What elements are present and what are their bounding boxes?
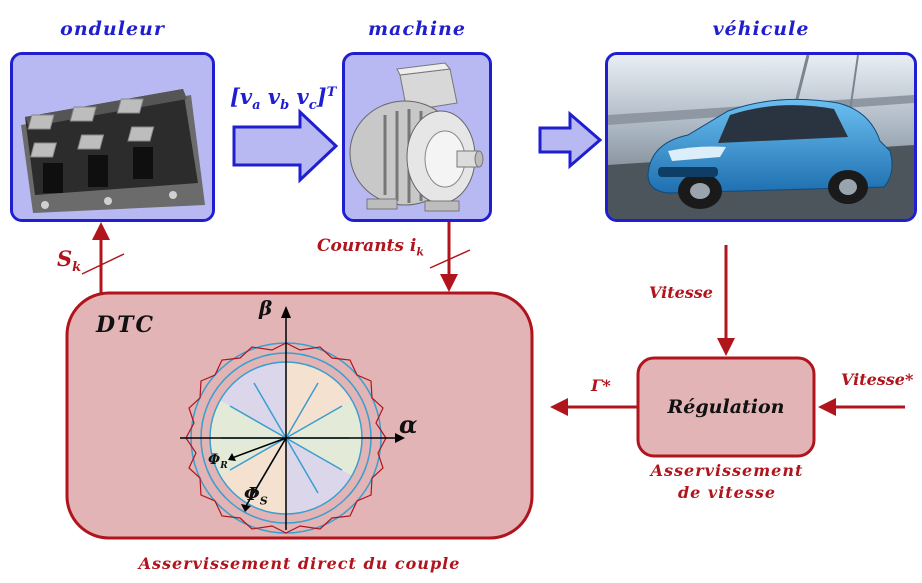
torque-ref-label: Γ* <box>591 376 611 395</box>
machine-title: machine <box>368 18 466 40</box>
beta-axis-label: β <box>259 296 273 320</box>
torque-control-caption: Asservissement direct du couple <box>138 554 461 573</box>
flux-diagram <box>180 306 405 534</box>
igbt-module-image <box>13 55 212 219</box>
onduleur-title: onduleur <box>60 18 165 40</box>
power-arrow <box>538 110 603 170</box>
speed-label: Vitesse <box>649 283 713 302</box>
stator-flux-label: ΦS <box>244 484 268 508</box>
car-image <box>608 55 914 219</box>
switch-signal-label: Sk <box>57 246 82 276</box>
speed-ref-label: Vitesse* <box>841 370 914 389</box>
regulation-title: Régulation <box>667 396 785 418</box>
rotor-flux-label: ΦR <box>208 452 228 471</box>
speed-control-caption: Asservissement de vitesse <box>650 461 804 502</box>
currents-label: Courants ik <box>317 236 424 259</box>
onduleur-block <box>10 52 215 222</box>
voltage-vector-label: [va vb vc]T <box>230 84 337 114</box>
vehicule-title: véhicule <box>712 18 810 40</box>
vehicule-block <box>605 52 917 222</box>
voltage-arrow <box>232 108 339 184</box>
alpha-axis-label: α <box>399 410 418 439</box>
motor-image <box>345 55 489 219</box>
dtc-title: DTC <box>96 312 155 338</box>
machine-block <box>342 52 492 222</box>
